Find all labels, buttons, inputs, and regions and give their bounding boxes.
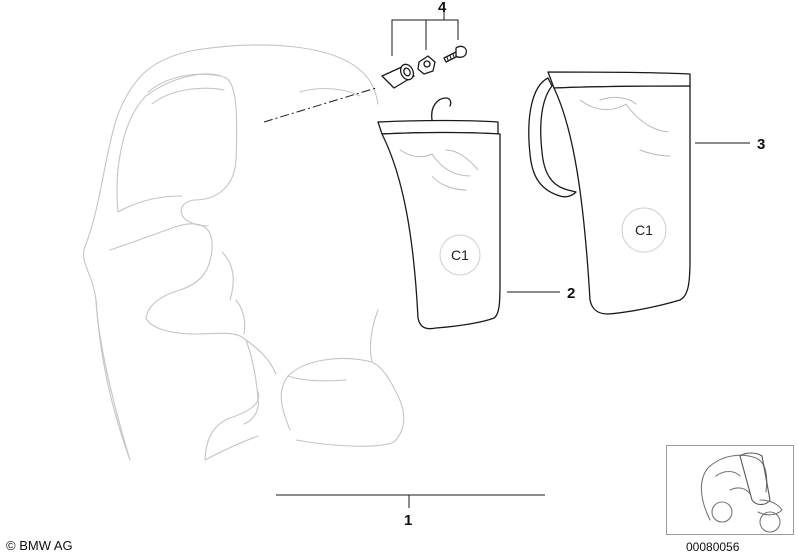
callout-2: 2	[567, 285, 575, 302]
overview-thumbnail-sketch	[700, 452, 783, 533]
badge-circle-small	[439, 234, 481, 276]
badge-label-large: C1	[635, 222, 653, 238]
callout-3: 3	[757, 136, 765, 153]
bag-large: C1	[528, 71, 691, 315]
mounting-hardware	[381, 10, 468, 89]
copyright-notice: © BMW AG	[6, 538, 73, 553]
drawing-number: 00080056	[686, 540, 740, 554]
callout-1: 1	[404, 512, 412, 529]
badge-circle-large	[621, 207, 667, 253]
callout-4: 4	[438, 0, 447, 16]
overview-thumbnail	[666, 445, 794, 535]
badge-label-small: C1	[451, 247, 469, 263]
alignment-line	[263, 87, 377, 123]
vehicle-outline	[83, 44, 405, 461]
bag-small: C1	[377, 97, 501, 330]
